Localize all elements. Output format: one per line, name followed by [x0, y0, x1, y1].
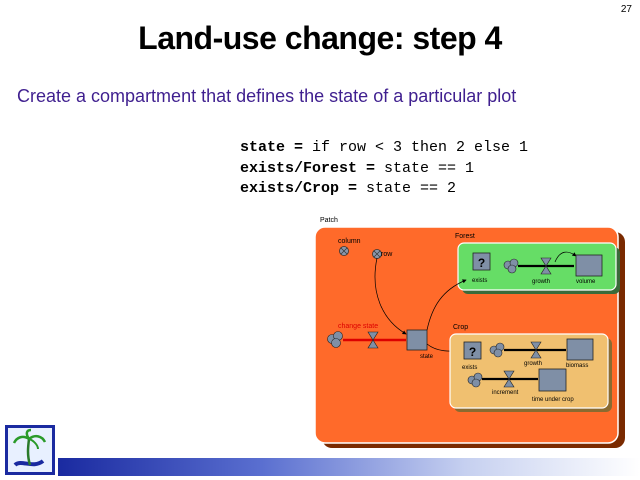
crop-exists-mark: ?	[469, 345, 476, 359]
crop-biomass-stock[interactable]	[566, 338, 594, 361]
crop-exists-label: exists	[462, 365, 477, 371]
equation-line-crop-exists: exists/Crop = state == 2	[240, 179, 528, 200]
equation-rhs: if row < 3 then 2 else 1	[303, 139, 529, 156]
equation-rhs: state == 2	[357, 180, 457, 197]
forest-exists-icon[interactable]	[472, 252, 491, 271]
forest-volume-label: volume	[576, 279, 596, 285]
equation-line-forest-exists: exists/Forest = state == 1	[240, 159, 528, 180]
model-diagram: Patch column row Forest ? exists growth …	[314, 217, 625, 448]
column-label: column	[338, 238, 361, 245]
equation-lhs: state =	[240, 139, 304, 156]
footer-gradient-bar	[58, 458, 640, 476]
change-state-label: change state	[338, 323, 378, 330]
increment-label: increment	[492, 390, 519, 396]
forest-volume-stock[interactable]	[575, 254, 603, 277]
row-label: row	[381, 251, 393, 258]
equation-lhs: exists/Forest =	[240, 159, 376, 177]
forest-growth-label: growth	[532, 279, 550, 285]
row-to-state-arrow	[374, 257, 407, 335]
crop-growth-source-cloud-icon	[489, 342, 505, 358]
forest-influence-arrow	[554, 251, 577, 263]
state-label: state	[420, 354, 434, 360]
equation-rhs: state == 1	[375, 159, 475, 177]
palm-tree-logo-icon	[5, 425, 55, 475]
increment-source-cloud-icon	[467, 372, 483, 388]
slide-title: Land-use change: step 4	[138, 20, 502, 56]
crop-growth-label: growth	[524, 361, 542, 367]
state-to-forest-arrow	[426, 279, 467, 331]
change-state-source-cloud-icon	[327, 331, 343, 348]
forest-title: Forest	[455, 233, 475, 240]
crop-biomass-label: biomass	[566, 363, 588, 369]
slide-subtitle: Create a compartment that defines the st…	[17, 86, 517, 106]
patch-label: Patch	[320, 217, 338, 224]
crop-title: Crop	[453, 324, 468, 331]
change-state-valve-icon[interactable]	[367, 331, 379, 349]
time-under-crop-stock[interactable]	[538, 368, 567, 392]
forest-exists-mark: ?	[478, 256, 485, 270]
time-under-crop-label: time under crop	[532, 397, 574, 403]
increment-valve-icon[interactable]	[503, 370, 515, 388]
slide-number: 27	[620, 4, 632, 15]
state-stock[interactable]	[406, 329, 428, 351]
forest-exists-label: exists	[472, 278, 487, 284]
forest-growth-valve-icon[interactable]	[540, 257, 552, 275]
equation-line-state: state = if row < 3 then 2 else 1	[240, 138, 528, 159]
forest-source-cloud-icon	[503, 258, 519, 274]
equation-lhs: exists/Crop =	[240, 180, 358, 197]
crop-exists-icon[interactable]	[463, 341, 482, 360]
crop-growth-valve-icon[interactable]	[530, 341, 542, 359]
